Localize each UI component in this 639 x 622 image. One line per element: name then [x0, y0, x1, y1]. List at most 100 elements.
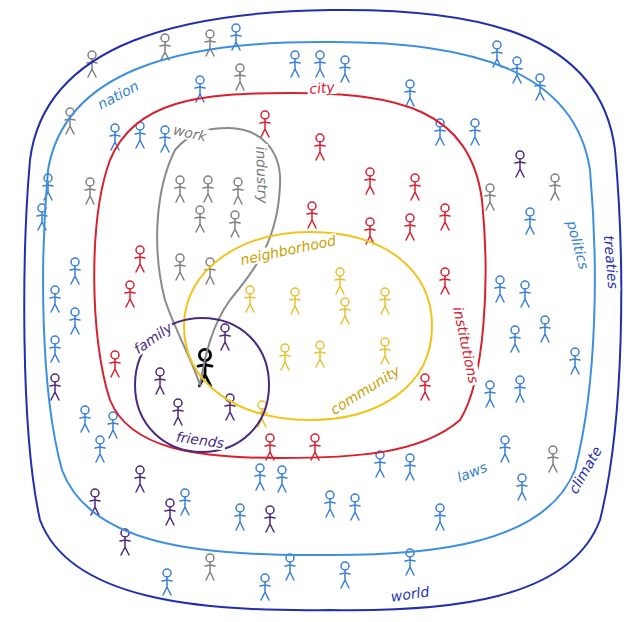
stick-figure — [265, 434, 275, 460]
stick-figure — [435, 504, 445, 530]
region: world treaties climate nation politics laws ci… — [18, 4, 628, 618]
stick-figure — [335, 268, 345, 294]
stick-figure — [410, 174, 420, 200]
stick-figure — [500, 436, 510, 462]
stick-figure — [233, 178, 243, 204]
stick-figure — [517, 474, 527, 500]
stick-figure — [135, 246, 145, 272]
stick-figure — [203, 176, 213, 202]
stick-figure — [160, 34, 170, 60]
stick-figure — [315, 134, 325, 160]
region-label: climate — [565, 442, 605, 497]
stick-figure — [380, 338, 390, 364]
stick-figure — [440, 268, 450, 294]
region-label: treaties — [602, 233, 621, 292]
stick-figure — [315, 51, 325, 77]
stick-figure — [548, 446, 558, 472]
stick-figure — [440, 204, 450, 230]
region: cityinstitutionsworkindustryneighborhood… — [85, 85, 490, 463]
stick-figure — [340, 562, 350, 588]
stick-figure — [255, 464, 265, 490]
stick-figure — [50, 286, 60, 312]
stick-figure — [290, 288, 300, 314]
stick-figure — [307, 202, 317, 228]
stick-figure — [420, 374, 430, 400]
stick-figure — [155, 368, 165, 394]
stick-figure — [260, 111, 270, 137]
stick-figure — [277, 466, 287, 492]
region-label: world — [388, 584, 432, 604]
region-border — [24, 10, 621, 610]
stick-figure — [70, 308, 80, 334]
stick-figure — [520, 281, 530, 307]
stick-figure — [135, 122, 145, 148]
stick-figure — [95, 436, 105, 462]
stick-figure — [405, 80, 415, 106]
stick-figure — [175, 176, 185, 202]
stick-figure — [510, 326, 520, 352]
region-label: institutions — [451, 303, 482, 386]
region-border — [43, 42, 595, 555]
region-label: city — [307, 80, 337, 97]
stick-figure — [50, 336, 60, 362]
stick-figure — [405, 454, 415, 480]
stick-figure — [220, 324, 230, 350]
region: family friends — [132, 313, 272, 458]
stick-figure — [290, 51, 300, 77]
region-label: work — [170, 122, 210, 144]
stick-figure — [485, 184, 495, 210]
stick-figure — [230, 211, 240, 237]
stick-figure — [375, 451, 385, 477]
stick-figure — [160, 126, 170, 152]
region-label: industry — [254, 144, 270, 206]
region-label: politics — [564, 217, 591, 272]
stick-figure — [340, 298, 350, 324]
stick-figure — [285, 554, 295, 580]
stick-figure — [175, 254, 185, 280]
stick-figure — [205, 554, 215, 580]
region-border — [184, 232, 432, 420]
stick-figure — [540, 316, 550, 342]
stick-figure — [125, 281, 135, 307]
stick-figure — [570, 348, 580, 374]
region-outline — [180, 225, 438, 425]
stick-figure — [110, 351, 120, 377]
stick-figure — [380, 288, 390, 314]
stick-figure — [315, 341, 325, 367]
stick-figure — [350, 494, 360, 520]
stick-figure — [310, 434, 320, 460]
stick-figure — [495, 276, 505, 302]
region-label: community — [326, 362, 404, 418]
stick-figure — [235, 64, 245, 90]
stick-figure — [50, 374, 60, 400]
region-outline — [85, 85, 490, 463]
region-label: family — [130, 319, 177, 358]
stick-figure — [470, 119, 480, 145]
region: neighborhoodcommunity — [180, 225, 438, 425]
stick-figure — [265, 506, 275, 532]
region-label: nation — [93, 77, 142, 112]
stick-figure — [195, 206, 205, 232]
stick-figure — [525, 208, 535, 234]
stick-figure — [515, 376, 525, 402]
stick-figure — [405, 214, 415, 240]
region-label: laws — [453, 459, 491, 485]
region-outline — [35, 35, 601, 563]
stick-figure — [280, 344, 290, 370]
stick-figure — [162, 569, 172, 595]
stick-figure — [245, 286, 255, 312]
stick-figure — [173, 399, 183, 425]
stick-figure — [340, 56, 350, 82]
stick-figure — [485, 381, 495, 407]
stick-figure — [180, 489, 190, 515]
region: nation politics laws city institutions work in… — [35, 35, 601, 563]
stick-figure — [135, 466, 145, 492]
stick-figure — [205, 30, 215, 56]
stick-figure — [80, 406, 90, 432]
stick-figure — [85, 178, 95, 204]
region-label: friends — [173, 429, 227, 450]
stick-figure — [235, 504, 245, 530]
stick-figure — [515, 151, 525, 177]
stick-figure — [165, 499, 175, 525]
